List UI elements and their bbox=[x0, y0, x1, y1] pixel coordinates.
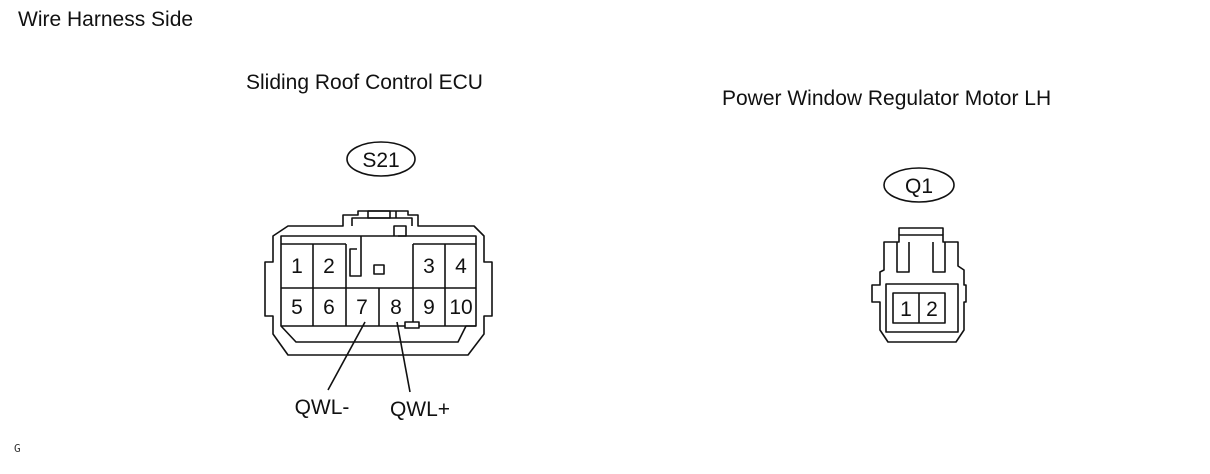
q1-cavity bbox=[885, 283, 959, 333]
s21-pin-9: 9 bbox=[423, 296, 435, 319]
s21-latch bbox=[351, 217, 413, 226]
q1-pin-1: 1 bbox=[900, 298, 912, 321]
qwl-minus-label: QWL- bbox=[295, 396, 350, 419]
q1-pin-2: 2 bbox=[926, 298, 938, 321]
s21-pin-3: 3 bbox=[423, 255, 435, 278]
qwl-minus-leader bbox=[327, 321, 366, 391]
q1-housing bbox=[871, 234, 967, 343]
page-title: Wire Harness Side bbox=[18, 8, 194, 31]
s21-pin-10: 10 bbox=[449, 296, 472, 319]
s21-cavity bbox=[280, 235, 477, 343]
s21-pin-6: 6 bbox=[323, 296, 335, 319]
s21-lock-post bbox=[349, 236, 362, 277]
q1-lock-right bbox=[932, 242, 946, 273]
s21-key-square bbox=[373, 264, 385, 275]
s21-code-oval bbox=[346, 141, 416, 177]
q1-latch bbox=[898, 227, 944, 235]
s21-code: S21 bbox=[362, 149, 399, 172]
s21-lock-tab bbox=[393, 225, 407, 237]
s21-pin-8: 8 bbox=[390, 296, 402, 319]
qwl-plus-label: QWL+ bbox=[390, 398, 450, 421]
q1-lock-left bbox=[896, 242, 910, 273]
s21-housing bbox=[264, 210, 493, 356]
q1-code-oval bbox=[883, 167, 955, 203]
qwl-plus-leader bbox=[396, 321, 411, 393]
left-connector-title: Sliding Roof Control ECU bbox=[246, 71, 483, 94]
s21-latch-tab bbox=[367, 210, 391, 219]
s21-pin-4: 4 bbox=[455, 255, 467, 278]
right-connector-title: Power Window Regulator Motor LH bbox=[722, 87, 1052, 110]
figure-code: G bbox=[14, 442, 21, 455]
s21-pin-2: 2 bbox=[323, 255, 335, 278]
s21-pin-5: 5 bbox=[291, 296, 303, 319]
s21-pin-7: 7 bbox=[356, 296, 368, 319]
s21-pin-1: 1 bbox=[291, 255, 303, 278]
q1-code: Q1 bbox=[905, 175, 933, 198]
